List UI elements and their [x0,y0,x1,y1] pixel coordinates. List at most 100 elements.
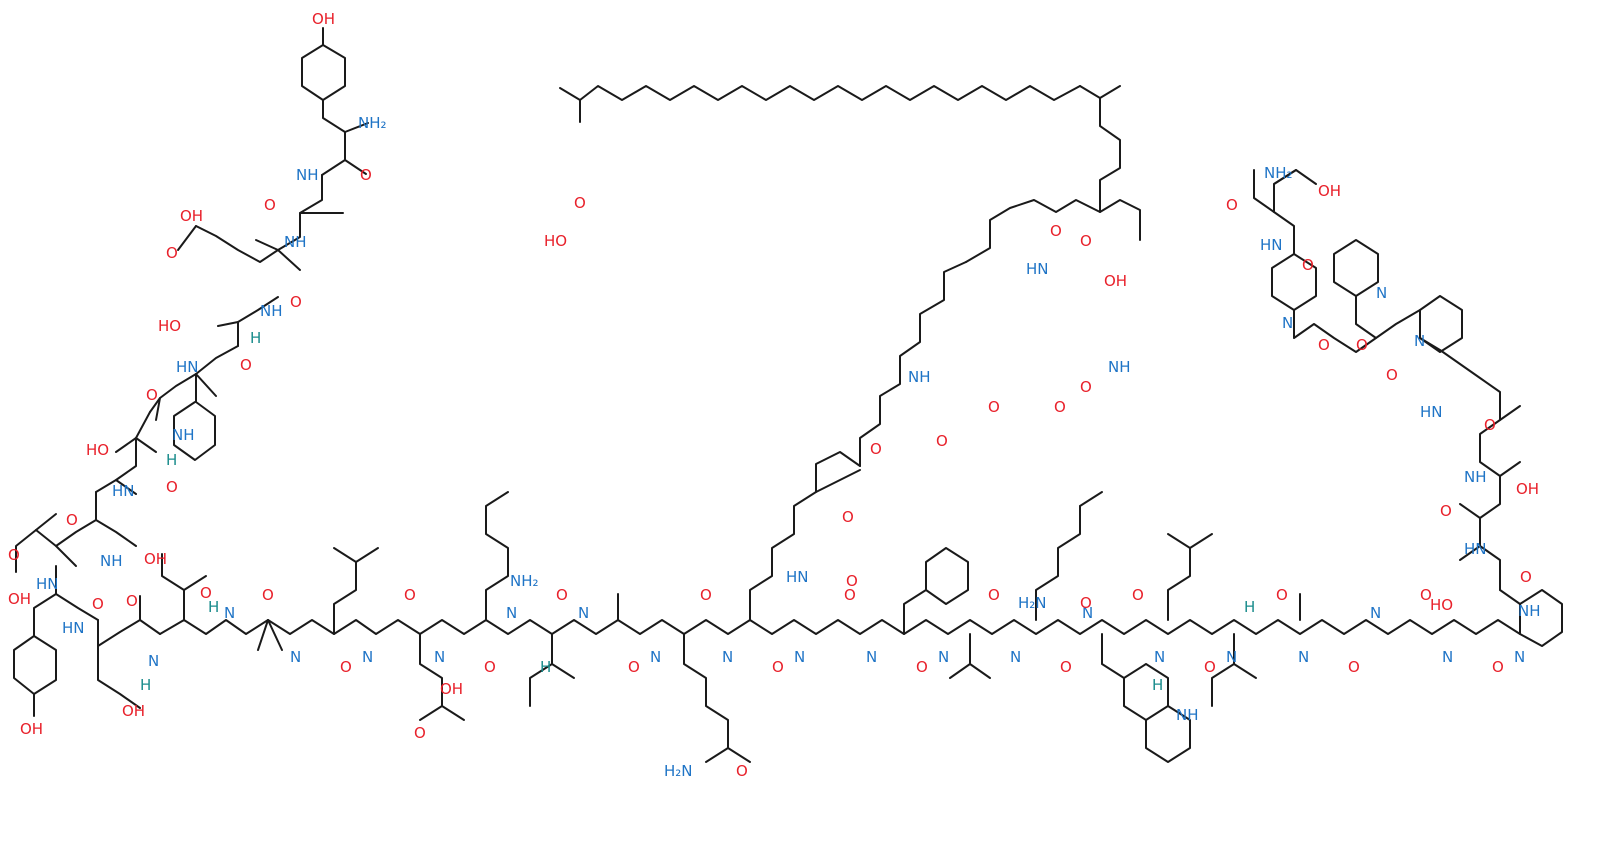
stereo-h-label: H [250,329,261,347]
ser-hydroxyl-label: HO [1430,596,1453,614]
peg-amide-label: NH [908,368,931,386]
linker-carbonyl-label: O [846,572,858,590]
amide-nh-label: N [1442,648,1453,666]
ser-hydroxyl-label: OH [1516,480,1539,498]
atom-labels: OH NH₂ O NH O NH OH O O HO NH H O HN O H… [8,10,1541,780]
carbonyl-o-label: O [1440,502,1452,520]
carbonyl-o-label: O [1132,586,1144,604]
amide-nh-label: N [290,648,301,666]
glu-amide-label: HN [1026,260,1049,278]
glu-carbonyl-label: O [1080,232,1092,250]
carbonyl-o-label: O [628,658,640,676]
carbonyl-o-label: O [844,586,856,604]
amide-nh-label: N [1082,604,1093,622]
thr-hydroxyl-label: HO [86,441,109,459]
carbonyl-o-label: O [146,386,158,404]
carbonyl-o-label: O [700,586,712,604]
carbonyl-o-label: O [916,658,928,676]
carbonyl-o-label: O [1520,568,1532,586]
amide-nh-label: HN [1420,403,1443,421]
glu-carbonyl-label: O [1080,378,1092,396]
amide-nh-label: HN [1464,540,1487,558]
carbonyl-o-label: O [1318,336,1330,354]
indole-nh-label: NH [1176,706,1199,724]
asp-carbonyl-label: O [8,546,20,564]
tyr-hydroxyl-label: OH [312,10,335,28]
peg-ether-label: O [988,398,1000,416]
gln-amine-label: H₂N [1018,594,1047,612]
amide-nh-label: N [938,648,949,666]
carbonyl-o-label: O [1356,336,1368,354]
amide-nh-label: N [1154,648,1165,666]
gln-amine-label: H₂N [664,762,693,780]
gln-carbonyl-label: O [1080,594,1092,612]
carbonyl-o-label: O [988,586,1000,604]
carbonyl-o-label: O [404,586,416,604]
pro-nitrogen-label: N [1376,284,1387,302]
amide-nh-label: NH [1518,602,1541,620]
ser-hydroxyl-label: OH [1318,182,1341,200]
amide-nh-label: HN [1260,236,1283,254]
fatty-acid-carbonyl-label: O [574,194,586,212]
peg-carbonyl-label: O [936,432,948,450]
pro-nitrogen-label: N [1514,648,1525,666]
carbonyl-o-label: O [1302,256,1314,274]
carbonyl-o-label: O [1226,196,1238,214]
carbonyl-o-label: O [166,478,178,496]
carbonyl-o-label: O [264,196,276,214]
carbonyl-o-label: O [340,658,352,676]
stereo-h-label: H [1244,598,1255,616]
amide-nh-label: N [722,648,733,666]
amide-nh-label: N [148,652,159,670]
ser-hydroxyl-label: OH [122,702,145,720]
amide-nh-label: HN [112,482,135,500]
amide-nh-label: N [506,604,517,622]
ser-hydroxyl-label: OH [144,550,167,568]
carbonyl-o-label: O [66,511,78,529]
carbonyl-o-label: O [92,595,104,613]
carbonyl-o-label: O [1348,658,1360,676]
asp-acid-label: OH [8,590,31,608]
amide-nh-label: N [794,648,805,666]
stereo-h-label: H [140,676,151,694]
amide-nh-label: NH [260,302,283,320]
carbonyl-o-label: O [1420,586,1432,604]
amide-nh-label: HN [62,619,85,637]
glu-carbonyl-label: O [166,244,178,262]
lys-amine-label: NH₂ [510,572,539,590]
amide-nh-label: N [224,604,235,622]
stereo-h-label: H [1152,676,1163,694]
fatty-acid-acid-label: HO [544,232,567,250]
amide-nh-label: HN [176,358,199,376]
amide-nh-label: N [1010,648,1021,666]
stereo-h-label: H [166,451,177,469]
carbonyl-o-label: O [126,592,138,610]
amide-nh-label: N [434,648,445,666]
carbonyl-o-label: O [200,584,212,602]
amide-nh-label: NH [172,426,195,444]
carbonyl-o-label: O [484,658,496,676]
peg-ether-label: O [870,440,882,458]
glu-acid-label: OH [180,207,203,225]
carbonyl-o-label: O [1386,366,1398,384]
amide-nh-label: NH [1464,468,1487,486]
amide-nh-label: N [650,648,661,666]
peg-amide-label: NH [1108,358,1131,376]
amide-nh-label: HN [36,575,59,593]
carbonyl-o-label: O [1276,586,1288,604]
carbonyl-o-label: O [556,586,568,604]
amide-nh-label: N [578,604,589,622]
terminal-amine-label: NH₂ [1264,164,1293,182]
carbonyl-o-label: O [1492,658,1504,676]
amide-nh-label: NH [296,166,319,184]
carbonyl-o-label: O [1060,658,1072,676]
carbonyl-o-label: O [772,658,784,676]
amine-label: NH₂ [358,114,387,132]
stereo-h-label: H [208,598,219,616]
amide-nh-label: N [1298,648,1309,666]
carbonyl-o-label: O [262,586,274,604]
asp-acid-label: OH [440,680,463,698]
bond-lines [13,27,1563,763]
peg-ether-label: O [842,508,854,526]
